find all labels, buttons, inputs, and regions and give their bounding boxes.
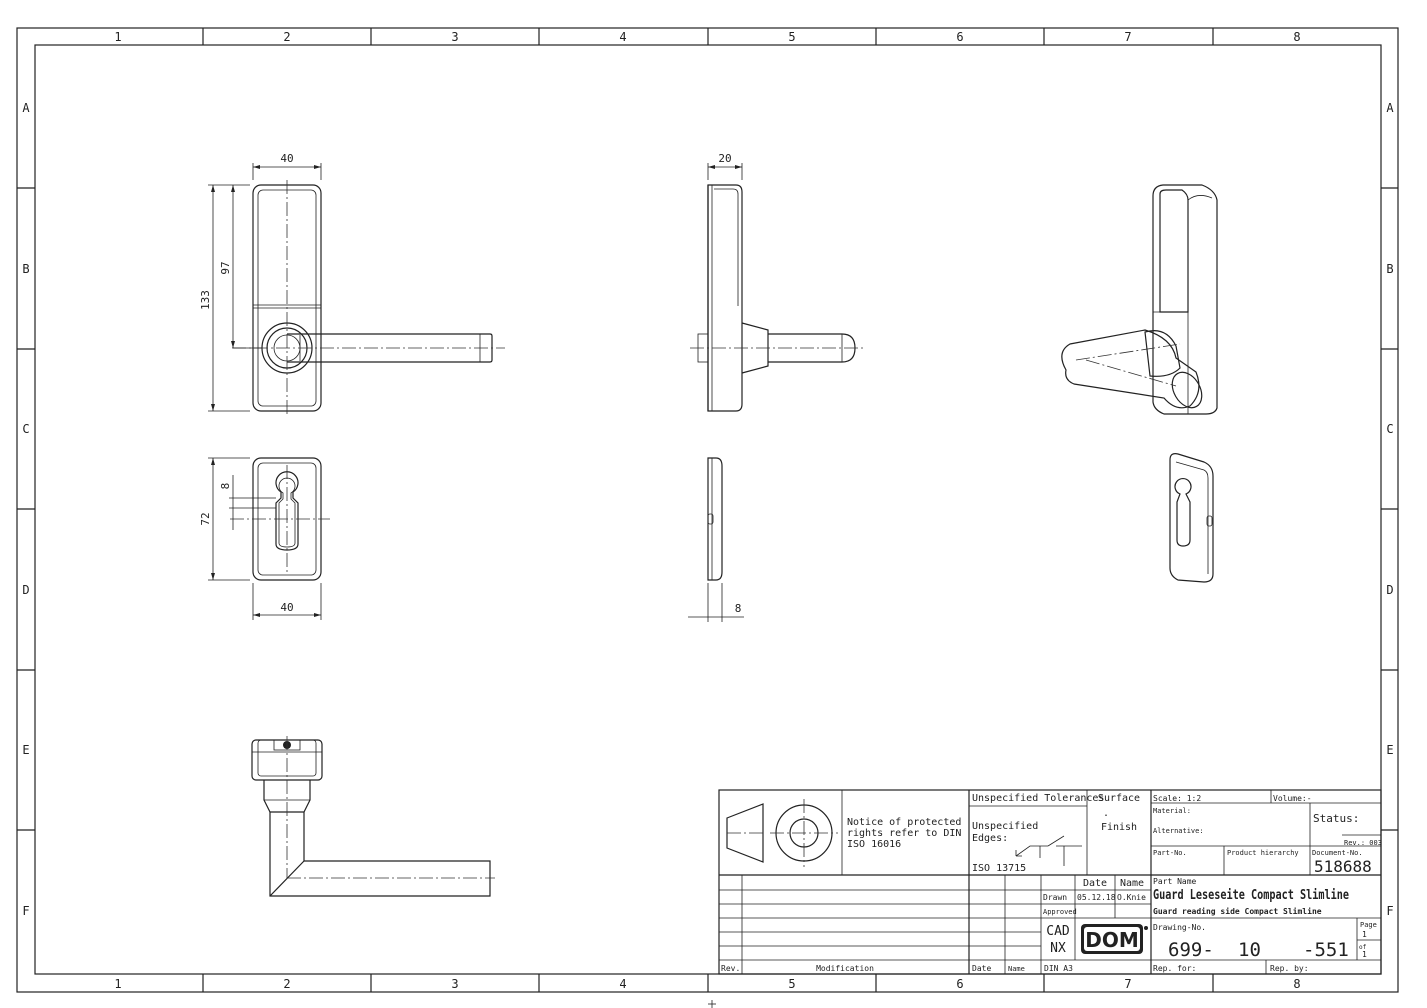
cad-label: CAD	[1046, 924, 1070, 939]
row-grid	[17, 187, 1398, 831]
row-label-right: D	[1386, 583, 1393, 597]
row-label-left: D	[22, 583, 29, 597]
modification-column: Modification	[816, 964, 874, 973]
document-no-label: Document-No.	[1312, 849, 1363, 857]
drawing-no-part-2: 10	[1238, 939, 1261, 961]
of-label: of	[1359, 944, 1367, 951]
column-label-top: 3	[451, 30, 458, 44]
part-name: Guard Leseseite Compact Slimline	[1153, 888, 1349, 903]
product-hierarchy-label: Product hierarchy	[1227, 849, 1299, 857]
dim-escutcheon-width: 40	[280, 601, 293, 614]
drawing-no-part-3: -551	[1303, 939, 1349, 961]
dim-side-depth: 20	[718, 152, 731, 165]
column-label-top: 7	[1124, 30, 1131, 44]
escutcheon-side-view: 8	[688, 457, 744, 622]
column-label-top: 5	[788, 30, 795, 44]
rev-column: Rev.	[721, 964, 740, 973]
row-label-right: E	[1386, 743, 1393, 757]
notice-line-1: Notice of protected	[847, 817, 961, 828]
drawing-no-label: Drawing-No.	[1153, 923, 1206, 932]
dim-front-height-upper: 97	[219, 261, 232, 274]
column-label-top: 1	[114, 30, 121, 44]
scale-label: Scale: 1:2	[1153, 794, 1201, 803]
row-label-left: F	[22, 904, 29, 918]
isometric-escutcheon	[1169, 453, 1214, 583]
top-view	[251, 736, 495, 897]
column-label-bottom: 1	[114, 977, 121, 991]
front-view: 40 133 97	[199, 152, 505, 416]
row-label-right: A	[1386, 101, 1394, 115]
tolerance-standard: ISO 13715	[972, 863, 1026, 874]
row-label-left: B	[22, 262, 29, 276]
approved-label: Approved	[1043, 908, 1077, 916]
volume-label: Volume:-	[1273, 794, 1312, 803]
registration-mark	[708, 1000, 716, 1008]
part-name-label: Part Name	[1153, 877, 1197, 886]
finish-label: Finish	[1101, 822, 1137, 833]
dim-front-width: 40	[280, 152, 293, 165]
rep-for-label: Rep. for:	[1153, 964, 1196, 973]
drawing-no-part-1: 699-	[1168, 939, 1214, 961]
rep-by-label: Rep. by:	[1270, 964, 1309, 973]
row-label-left: C	[22, 422, 29, 436]
column-grid	[202, 28, 1214, 992]
row-label-left: A	[22, 101, 30, 115]
row-label-right: F	[1386, 904, 1393, 918]
document-no: 518688	[1314, 857, 1372, 876]
column-label-bottom: 3	[451, 977, 458, 991]
side-view: 20	[690, 152, 865, 412]
column-label-bottom: 6	[956, 977, 963, 991]
dim-escutcheon-offset: 8	[219, 483, 232, 490]
dom-logo-text: DOM	[1085, 928, 1139, 952]
row-label-left: E	[22, 743, 29, 757]
title-block: Notice of protected rights refer to DIN …	[718, 789, 1382, 975]
edges-label-2: Edges:	[972, 833, 1008, 844]
name-column: Name	[1008, 965, 1025, 973]
date-column: Date	[972, 964, 991, 973]
dim-escutcheon-height: 72	[199, 512, 212, 525]
dim-front-height-total: 133	[199, 290, 212, 310]
page-number: 1	[1362, 930, 1367, 939]
column-label-top: 8	[1293, 30, 1300, 44]
column-label-bottom: 2	[283, 977, 290, 991]
material-label: Material:	[1153, 807, 1191, 815]
alternative-label: Alternative:	[1153, 827, 1204, 835]
drawn-name: O.Knie	[1117, 893, 1146, 902]
nx-label: NX	[1050, 941, 1066, 956]
column-label-top: 4	[619, 30, 626, 44]
column-label-bottom: 4	[619, 977, 626, 991]
row-label-right: C	[1386, 422, 1393, 436]
column-label-top: 2	[283, 30, 290, 44]
revision-label: Rev.: 003	[1344, 839, 1382, 847]
notice-line-2: rights refer to DIN	[847, 828, 961, 839]
escutcheon-front-view: 72 8 40	[199, 457, 330, 620]
isometric-view	[1061, 184, 1218, 415]
tolerances-title: Unspecified Tolerances	[972, 793, 1104, 804]
part-no-label: Part-No.	[1153, 849, 1187, 857]
dim-escutcheon-depth: 8	[735, 602, 742, 615]
row-label-right: B	[1386, 262, 1393, 276]
drawn-date: 05.12.18	[1077, 893, 1116, 902]
notice-line-3: ISO 16016	[847, 839, 901, 850]
date-header: Date	[1083, 878, 1107, 889]
column-label-bottom: 5	[788, 977, 795, 991]
column-label-bottom: 7	[1124, 977, 1131, 991]
drawn-label: Drawn	[1043, 893, 1067, 902]
surface-label: Surface	[1098, 793, 1140, 804]
surface-dot: .	[1103, 808, 1109, 819]
page-label: Page	[1360, 921, 1377, 929]
page-total: 1	[1362, 950, 1367, 959]
column-label-top: 6	[956, 30, 963, 44]
din-label: DIN A3	[1044, 964, 1073, 973]
status-label: Status:	[1313, 812, 1359, 825]
part-name-english: Guard reading side Compact Slimline	[1153, 906, 1322, 916]
name-header: Name	[1120, 878, 1144, 889]
edges-label-1: Unspecified	[972, 821, 1038, 832]
column-label-bottom: 8	[1293, 977, 1300, 991]
